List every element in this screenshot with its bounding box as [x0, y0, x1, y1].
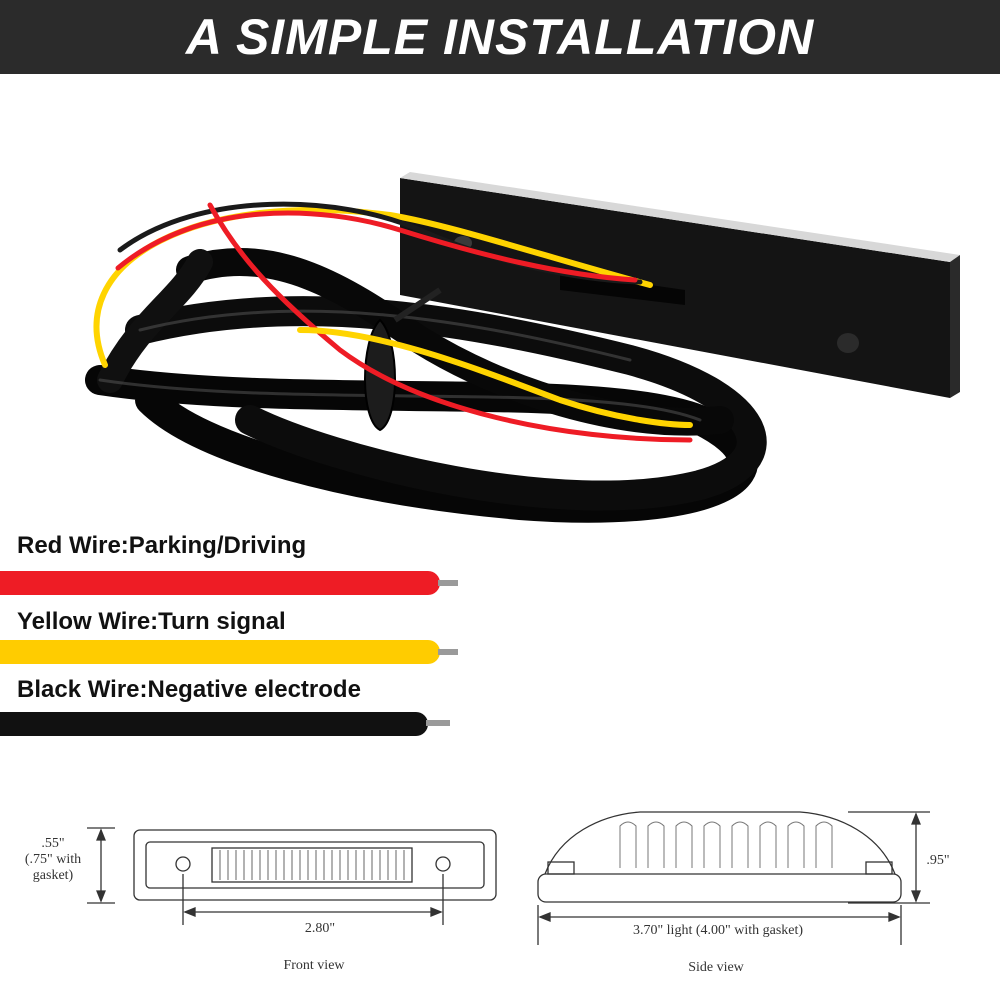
coiled-cable [85, 247, 767, 523]
black-wire-label: Black Wire:Negative electrode [17, 676, 361, 703]
title-banner: A SIMPLE INSTALLATION [0, 0, 1000, 74]
red-wire-tip [438, 580, 458, 586]
red-wire-swatch [0, 571, 440, 595]
black-wire-tip [426, 720, 450, 726]
yellow-wire-label: Yellow Wire:Turn signal [17, 608, 286, 635]
side-width-dimension: 3.70" light (4.00" with gasket) [632, 923, 804, 938]
product-photo [85, 172, 960, 523]
yellow-wire-tip [438, 649, 458, 655]
front-view-caption: Front view [283, 958, 345, 973]
side-view-caption: Side view [688, 960, 744, 975]
front-height-note-1: (.75" with [24, 852, 82, 867]
red-wire-label: Red Wire:Parking/Driving [17, 532, 307, 559]
black-wire-swatch [0, 712, 428, 736]
page-title: A SIMPLE INSTALLATION [185, 9, 815, 65]
front-height-value: .55" [41, 836, 65, 851]
side-height-dimension: .95" [926, 853, 950, 868]
front-width-dimension: 2.80" [304, 921, 336, 936]
yellow-wire-swatch [0, 640, 440, 664]
dimension-drawings [87, 811, 930, 945]
front-height-dimension: .55" (.75" with gasket) [18, 836, 88, 884]
front-height-note-2: gasket) [32, 868, 74, 883]
wires [93, 201, 693, 443]
